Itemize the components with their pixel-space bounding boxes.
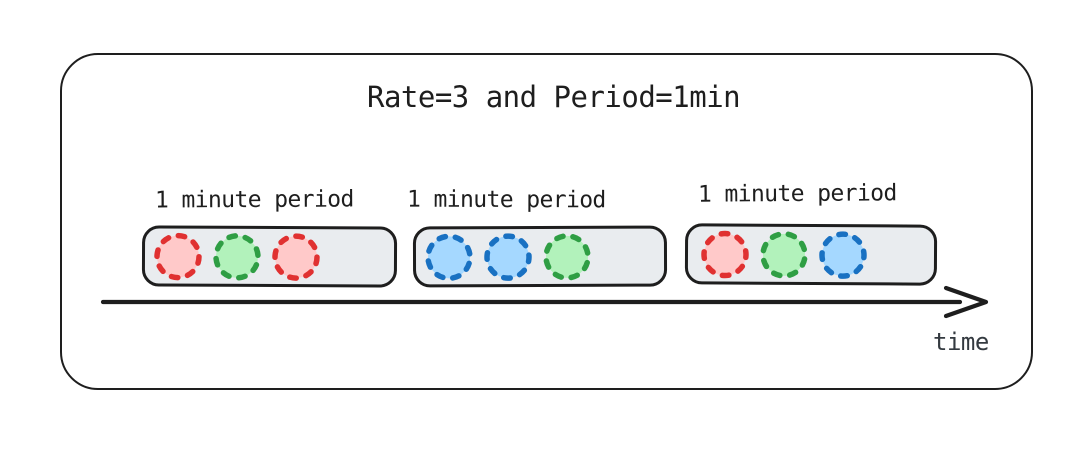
request-dot-blue-icon: [819, 230, 867, 279]
period-label-1: 1 minute period: [154, 186, 354, 214]
period-label-3: 1 minute period: [697, 180, 897, 208]
request-dot-red-icon: [154, 232, 202, 280]
period-label-2: 1 minute period: [406, 186, 606, 214]
request-dot-green-icon: [543, 232, 591, 281]
request-dot-red-icon: [701, 230, 749, 278]
rate-limit-frame: [60, 53, 1033, 390]
diagram-title: Rate=3 and Period=1min: [367, 80, 741, 114]
period-bucket-2: [412, 225, 668, 288]
request-dot-red-icon: [272, 232, 320, 281]
request-dot-blue-icon: [484, 232, 532, 281]
time-axis-label: time: [933, 328, 989, 356]
period-bucket-1: [141, 225, 398, 288]
period-bucket-3: [684, 223, 938, 286]
request-dot-blue-icon: [425, 233, 473, 281]
request-dot-green-icon: [213, 232, 261, 281]
request-dot-green-icon: [760, 230, 808, 279]
